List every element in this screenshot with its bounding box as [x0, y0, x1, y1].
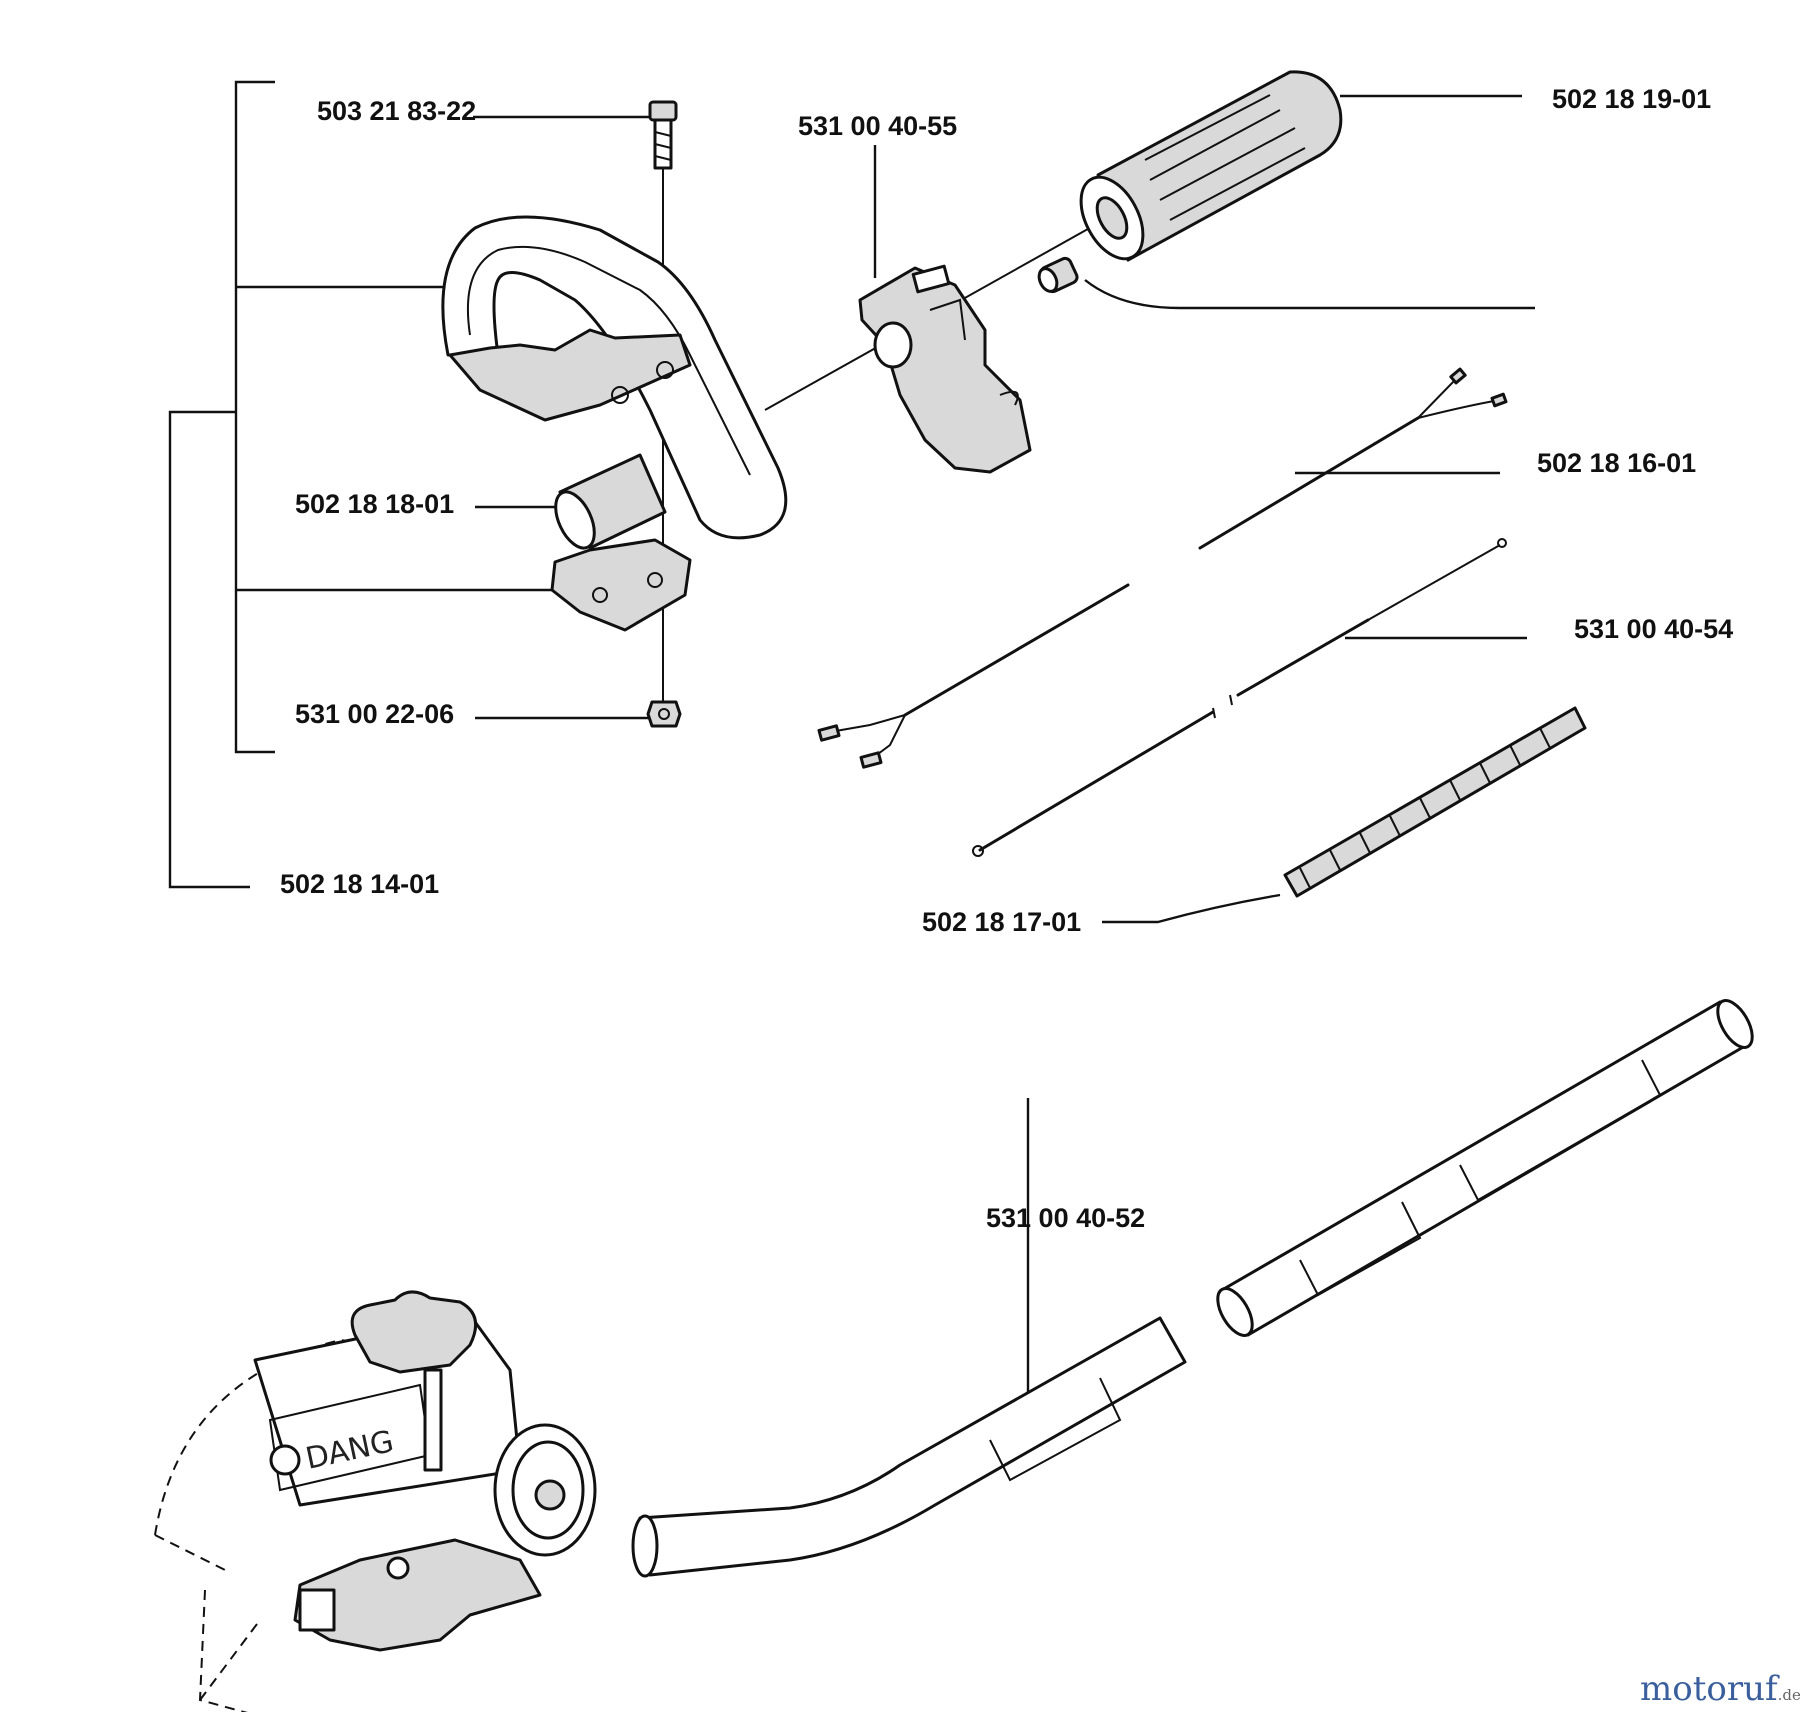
label-nut: 531 00 22-06 — [295, 699, 454, 729]
throttle-cable-part — [972, 538, 1507, 857]
ground-wire-part — [817, 583, 1130, 769]
control-housing-part — [858, 264, 1032, 474]
label-shaft-tube: 531 00 40-52 — [986, 1203, 1145, 1233]
handle-kit-bracket — [168, 80, 552, 889]
label-throttle-cable: 531 00 40-54 — [1574, 614, 1733, 644]
label-bolt: 503 21 83-22 — [317, 96, 476, 126]
front-loop-handle — [441, 215, 788, 632]
leader-lines — [473, 94, 1535, 1405]
shaft-tube-part — [631, 999, 1754, 1578]
foam-grip-part — [554, 453, 667, 550]
watermark: motoruf.de — [1640, 1669, 1800, 1709]
part-labels: 503 21 83-22 531 00 40-55 502 18 19-01 5… — [280, 84, 1733, 1477]
stop-cable-part — [1198, 367, 1508, 550]
watermark-suffix: .de — [1778, 1686, 1800, 1704]
label-front-handle-foam: 502 18 18-01 — [295, 489, 454, 519]
throttle-grip-part — [1079, 70, 1343, 262]
label-cable-16: 502 18 16-01 — [1537, 448, 1696, 478]
watermark-main: motoruf — [1640, 1669, 1780, 1709]
edger-head-part — [154, 1290, 597, 1712]
nut-part — [646, 700, 682, 728]
label-spring: 502 18 17-01 — [922, 907, 1081, 937]
label-handle-kit: 502 18 14-01 — [280, 869, 439, 899]
spacer-part — [1037, 256, 1079, 294]
spring-part — [1283, 706, 1587, 898]
svg-text:motoruf.de: motoruf.de — [1640, 1669, 1800, 1709]
label-throttle-grip: 502 18 19-01 — [1552, 84, 1711, 114]
label-control-housing: 531 00 40-55 — [798, 111, 957, 141]
